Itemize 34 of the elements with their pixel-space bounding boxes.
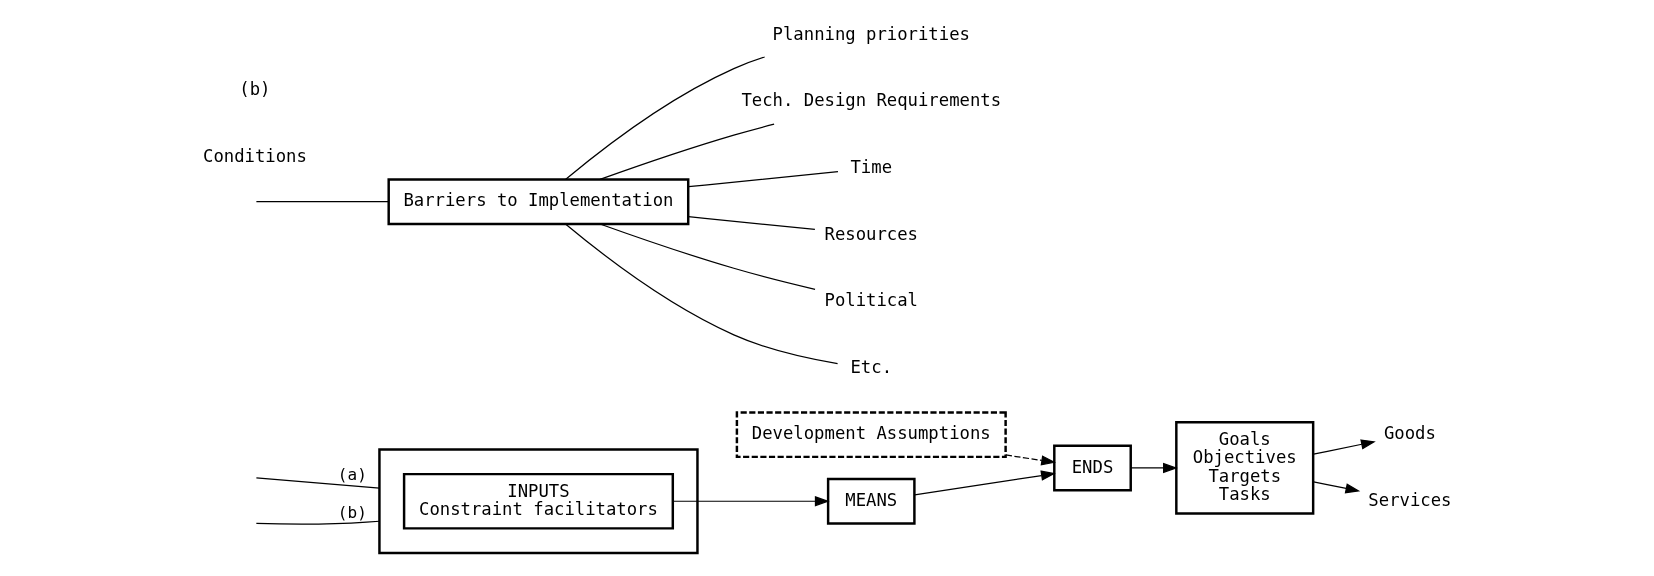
cluster — [377, 448, 699, 555]
node-box: Barriers to Implementation — [386, 178, 689, 226]
connector — [564, 56, 765, 181]
node-text: Services — [1367, 489, 1451, 510]
label: Conditions — [202, 145, 307, 166]
node-box: INPUTS Constraint facilitators — [402, 472, 674, 530]
node-box: Goals Objectives Targets Tasks — [1174, 421, 1314, 515]
connector — [598, 123, 775, 181]
connector — [564, 223, 838, 365]
node-text: Etc. — [849, 356, 892, 377]
connector — [687, 216, 815, 231]
node-text: Tech. Design Requirements — [740, 90, 1001, 111]
arrow — [1312, 439, 1376, 455]
connector — [598, 223, 816, 290]
label: (b) — [238, 79, 271, 100]
node-text: Planning priorities — [772, 23, 970, 44]
connector — [255, 201, 389, 203]
arrow — [1129, 462, 1178, 474]
edge-label: (a) — [337, 464, 367, 484]
node-box: Development Assumptions — [735, 411, 1007, 459]
node-text: Time — [849, 157, 892, 177]
connector — [255, 520, 380, 525]
arrow — [913, 470, 1056, 496]
node-text: Goods — [1383, 423, 1436, 444]
node-text: Resources — [824, 223, 918, 244]
connector — [687, 171, 839, 188]
node-box: MEANS — [826, 477, 916, 525]
edge-label: (b) — [337, 502, 367, 522]
arrow — [1004, 454, 1056, 466]
arrow — [671, 496, 830, 507]
node-box: ENDS — [1052, 444, 1132, 492]
node-text: Political — [824, 290, 918, 311]
connector — [255, 477, 380, 489]
arrow — [1312, 481, 1360, 494]
